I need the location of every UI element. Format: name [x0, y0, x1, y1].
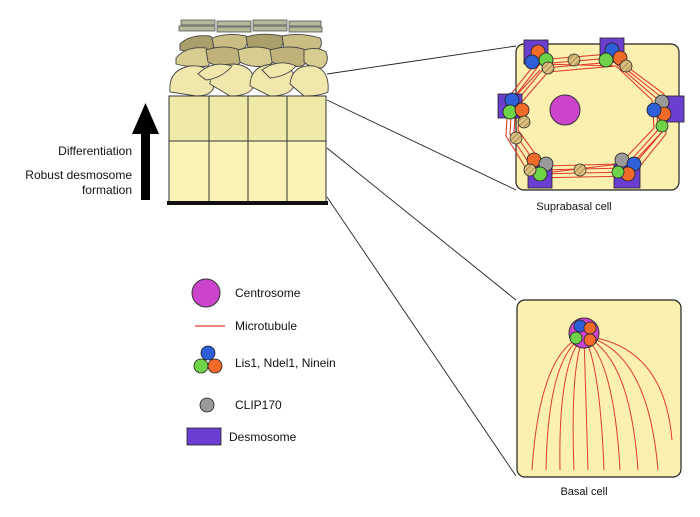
suprabasal-cell-label: Suprabasal cell: [536, 201, 611, 213]
suprabasal-row: [168, 95, 327, 142]
desmosome-cluster-right: [646, 94, 685, 133]
basal-cell-label: Basal cell: [560, 486, 607, 498]
desmosome-cluster-left: [497, 92, 531, 129]
centrosome: [549, 94, 581, 126]
granular-layer: [175, 33, 328, 69]
legend-clip170: CLIP170: [199, 397, 282, 413]
legend-complex: Lis1, Ndel1, Ninein: [193, 345, 336, 374]
differentiation-label: Differentiation: [58, 144, 132, 158]
spinous-layer: [169, 62, 329, 97]
desmosome-icon: [186, 427, 222, 446]
robust-desmosome-label-line2: formation: [82, 183, 132, 197]
legend: Centrosome Microtubule Lis1, Ndel1, Nine…: [186, 278, 336, 446]
desmosome-cluster-bottom-right: [611, 152, 642, 189]
desmosome-cluster-bottom-left: [523, 152, 554, 189]
robust-desmosome-label-line1: Robust desmosome: [25, 168, 132, 182]
legend-centrosome-label: Centrosome: [235, 286, 301, 300]
legend-desmosome: Desmosome: [186, 427, 297, 446]
cornified-layer: [178, 19, 323, 33]
legend-microtubule-label: Microtubule: [235, 319, 297, 333]
legend-microtubule: Microtubule: [195, 319, 297, 333]
centrosome-icon: [191, 278, 221, 308]
basal-row: [168, 140, 327, 203]
desmosome-cluster-top-left: [523, 39, 555, 75]
legend-centrosome: Centrosome: [191, 278, 301, 308]
connector-lines: [326, 45, 517, 477]
legend-complex-label: Lis1, Ndel1, Ninein: [235, 356, 336, 370]
basal-cell: [516, 299, 682, 478]
suprabasal-cell: [497, 37, 685, 191]
clip170-icon: [199, 397, 215, 413]
legend-clip170-label: CLIP170: [235, 398, 282, 412]
basement-membrane: [167, 201, 328, 205]
epidermis-block: [167, 19, 329, 205]
complex-midpoints: [509, 53, 587, 177]
differentiation-arrow: [132, 103, 159, 200]
lis1-ndel1-ninein-icon: [193, 345, 223, 374]
basal-complex: [569, 319, 597, 347]
legend-desmosome-label: Desmosome: [229, 430, 297, 444]
desmosome-cluster-top-right: [598, 37, 633, 73]
